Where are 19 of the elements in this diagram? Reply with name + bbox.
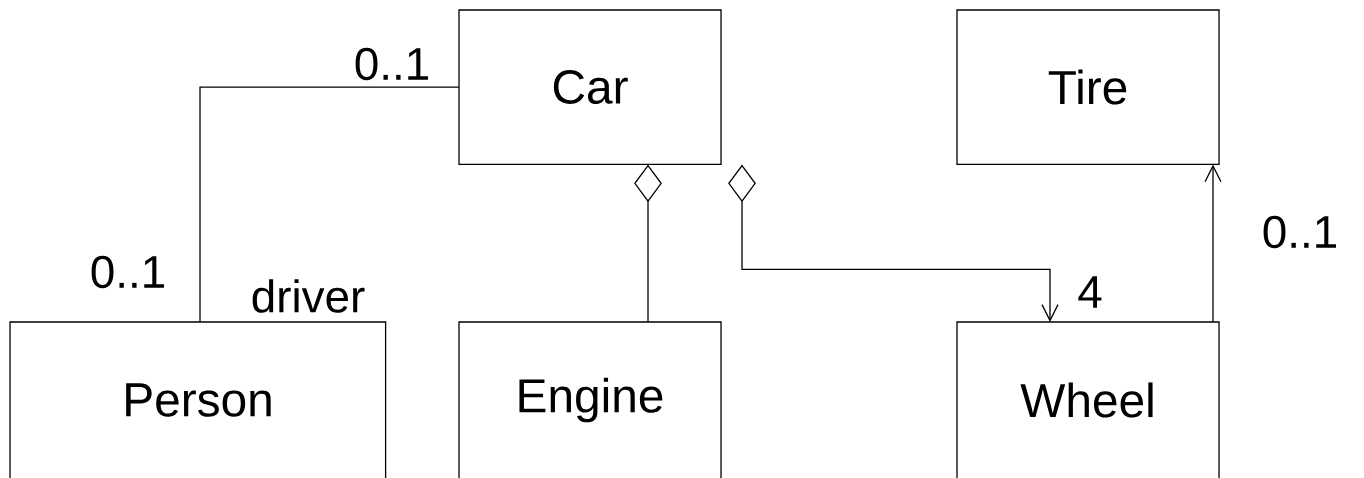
class-name: Tire [1048, 69, 1127, 105]
connector [1204, 164, 1222, 323]
class-box [9, 321, 387, 478]
multiplicity-label: 0..1 [355, 47, 428, 81]
class-box [956, 321, 1220, 478]
multiplicity-label: driver [252, 279, 365, 313]
class-name: Wheel [1020, 382, 1153, 418]
class-box [956, 9, 1220, 166]
class-box [458, 321, 722, 478]
class-name: Car [553, 70, 628, 104]
class-box [458, 9, 722, 166]
multiplicity-label: 0..1 [91, 255, 164, 289]
class-name: Person [126, 383, 271, 417]
connector [728, 164, 1059, 322]
class-name: Engine [519, 377, 663, 423]
connector [634, 164, 662, 323]
connector [199, 86, 460, 323]
multiplicity-label: 0..1 [1263, 215, 1336, 249]
multiplicity-label: 4 [1078, 276, 1102, 308]
